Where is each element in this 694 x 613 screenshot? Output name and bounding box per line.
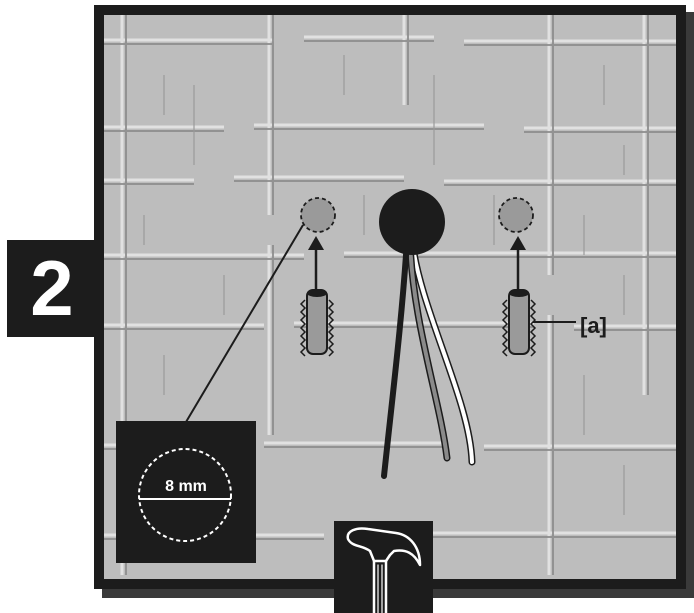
tool-panel (334, 521, 433, 613)
diameter-label: 8 mm (165, 478, 207, 495)
wall-anchor-right (501, 289, 537, 357)
step-number-badge: 2 (7, 240, 97, 337)
wall-anchor-left (299, 289, 335, 357)
insert-arrow-right (510, 236, 526, 290)
electrical-wires (381, 236, 476, 479)
step-number: 2 (30, 244, 74, 332)
hole-size-callout: 8 mm (116, 421, 256, 563)
anchor-tag-label: [a] (580, 313, 607, 338)
hammer-icon (346, 527, 422, 613)
callout-leader-line (185, 224, 304, 423)
insert-arrow-left (308, 236, 324, 290)
drill-hole-right (498, 197, 534, 233)
drill-hole-left (300, 197, 336, 233)
hole-size-circle (138, 448, 232, 542)
cable-hole (379, 189, 445, 255)
